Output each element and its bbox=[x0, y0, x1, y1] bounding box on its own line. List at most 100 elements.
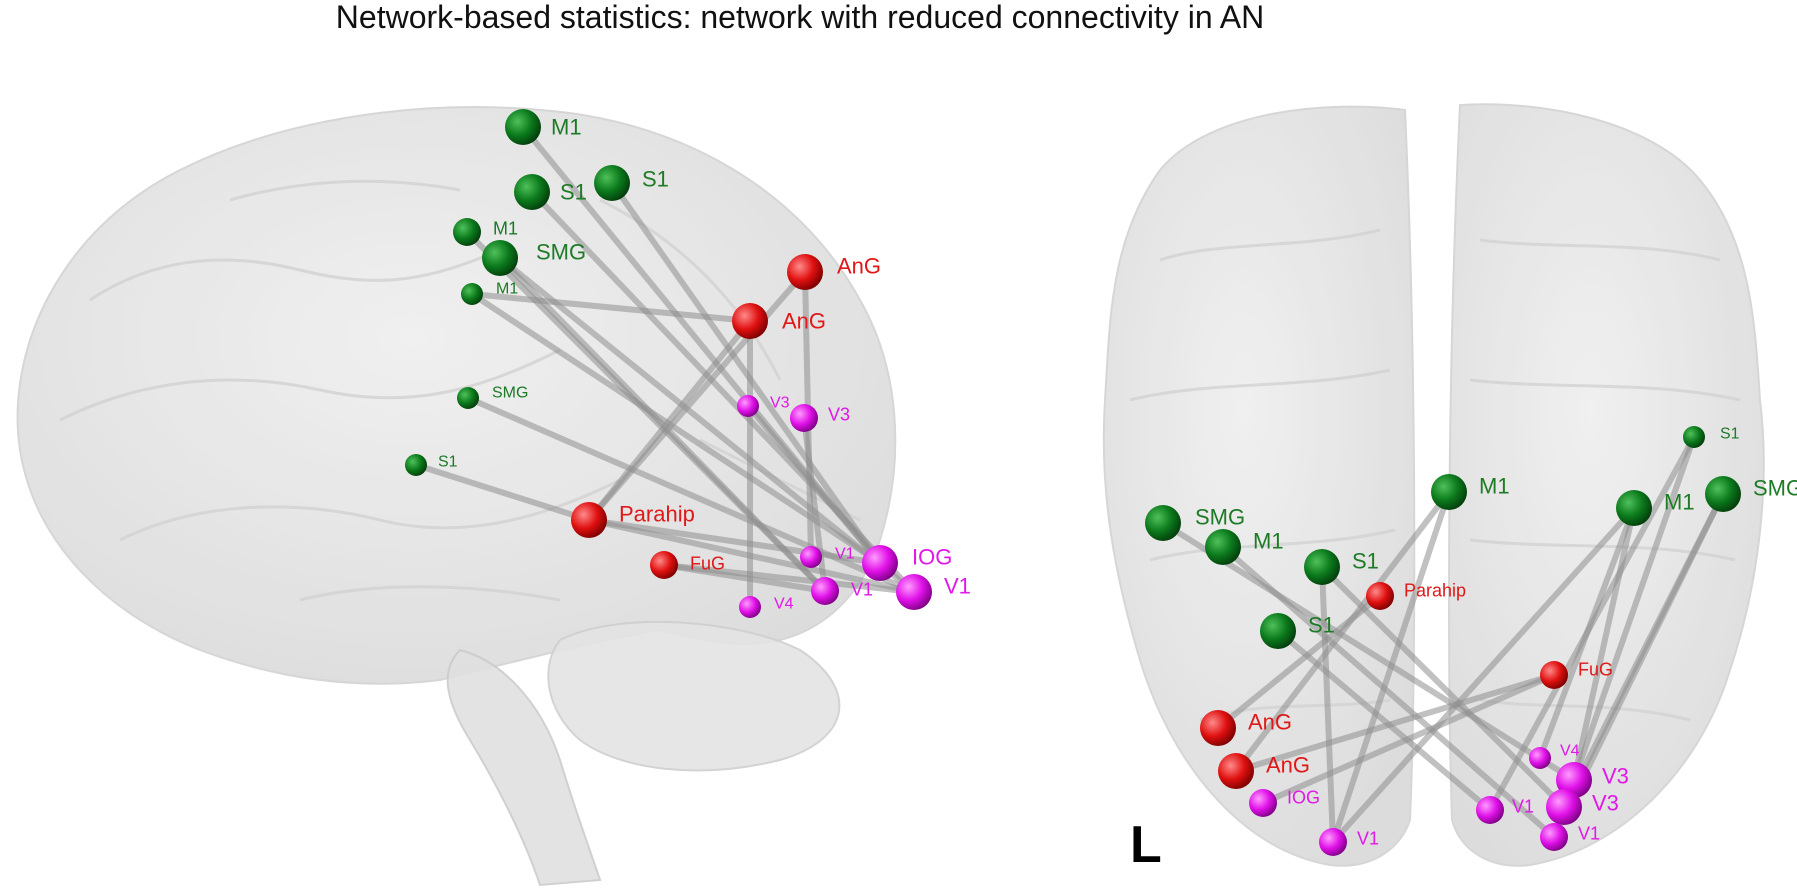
node-v3-visual bbox=[790, 404, 818, 432]
node-m1-sensorimotor bbox=[461, 283, 483, 305]
node-label-s1: S1 bbox=[1352, 549, 1379, 574]
node-label-s1: S1 bbox=[560, 180, 587, 205]
left-orientation-marker: L bbox=[1130, 816, 1162, 874]
node-label-m1: M1 bbox=[493, 218, 518, 238]
sag-edges-edge bbox=[413, 462, 592, 523]
ax-edges-edge bbox=[1330, 505, 1637, 845]
node-label-iog: IOG bbox=[1287, 787, 1320, 807]
ax-edges-edge bbox=[1537, 505, 1637, 761]
sagittal-gyri bbox=[59, 179, 861, 602]
node-v1-visual bbox=[1540, 823, 1568, 851]
axial-brain bbox=[1102, 103, 1765, 867]
sag-edges-edge bbox=[497, 255, 828, 594]
axial-right-hemisphere bbox=[1448, 103, 1765, 867]
node-label-s1: S1 bbox=[438, 454, 458, 471]
sagittal-brainstem bbox=[446, 648, 602, 887]
node-label-iog: IOG bbox=[912, 545, 952, 570]
node-label-smg: SMG bbox=[492, 385, 528, 402]
node-parahip-temporoparietal bbox=[571, 502, 607, 538]
node-label-s1: S1 bbox=[1720, 426, 1740, 443]
ax-edges-edge bbox=[1220, 544, 1557, 840]
ax-edges-edge bbox=[1571, 505, 1637, 783]
node-label-v1: V1 bbox=[1357, 828, 1379, 848]
node-v1-visual bbox=[1319, 828, 1347, 856]
node-label-v1: V1 bbox=[851, 579, 873, 599]
node-v4-visual bbox=[739, 596, 761, 618]
node-label-v4: V4 bbox=[1560, 743, 1580, 760]
sagittal-cerebellum bbox=[547, 620, 841, 772]
node-s1-sensorimotor bbox=[594, 165, 630, 201]
ax-edges-edge bbox=[1160, 520, 1577, 783]
sagittal-edges bbox=[413, 124, 917, 610]
ax-edges-edge bbox=[1275, 628, 1493, 813]
node-label-v3: V3 bbox=[1602, 764, 1629, 789]
node-smg-sensorimotor bbox=[1145, 505, 1181, 541]
node-label-ang: AnG bbox=[1248, 710, 1292, 735]
node-v4-visual bbox=[1529, 747, 1551, 769]
node-label-ang: AnG bbox=[837, 254, 881, 279]
node-m1-sensorimotor bbox=[1431, 474, 1467, 510]
node-label-m1: M1 bbox=[496, 281, 518, 298]
node-ang-temporoparietal bbox=[1218, 753, 1254, 789]
ax-edges-edge bbox=[1571, 434, 1697, 783]
node-smg-sensorimotor bbox=[482, 240, 518, 276]
node-label-ang: AnG bbox=[1266, 753, 1310, 778]
node-s1-sensorimotor bbox=[1260, 613, 1296, 649]
node-label-v4: V4 bbox=[774, 596, 794, 613]
node-label-m1: M1 bbox=[551, 115, 582, 140]
node-iog-visual bbox=[1249, 789, 1277, 817]
node-label-parahip: Parahip bbox=[619, 502, 695, 527]
node-label-m1: M1 bbox=[1253, 529, 1284, 554]
node-label-m1: M1 bbox=[1664, 490, 1695, 515]
ax-edges-edge bbox=[1233, 489, 1452, 774]
node-label-s1: S1 bbox=[642, 167, 669, 192]
node-smg-sensorimotor bbox=[1705, 476, 1741, 512]
axial-edges bbox=[1160, 434, 1726, 845]
sag-edges-edge bbox=[586, 318, 753, 523]
node-label-v3: V3 bbox=[1592, 791, 1619, 816]
node-m1-sensorimotor bbox=[1205, 529, 1241, 565]
node-s1-sensorimotor bbox=[1683, 426, 1705, 448]
node-v3-visual bbox=[1546, 789, 1582, 825]
sag-edges-edge bbox=[586, 517, 917, 595]
node-v1-visual bbox=[811, 577, 839, 605]
node-label-smg: SMG bbox=[1195, 505, 1245, 530]
node-label-smg: SMG bbox=[1753, 476, 1797, 501]
ax-edges-edge bbox=[1260, 672, 1557, 806]
sag-edges-edge bbox=[801, 415, 828, 594]
sag-edges-edge bbox=[469, 291, 753, 324]
node-s1-sensorimotor bbox=[1304, 549, 1340, 585]
ax-edges-edge bbox=[1330, 489, 1452, 845]
node-s1-sensorimotor bbox=[405, 454, 427, 476]
node-fug-temporoparietal bbox=[650, 551, 678, 579]
node-ang-temporoparietal bbox=[732, 303, 768, 339]
node-v1-visual bbox=[800, 546, 822, 568]
node-v1-visual bbox=[1476, 796, 1504, 824]
node-smg-sensorimotor bbox=[457, 387, 479, 409]
node-m1-sensorimotor bbox=[453, 218, 481, 246]
node-v3-visual bbox=[737, 395, 759, 417]
node-label-fug: FuG bbox=[1578, 659, 1613, 679]
node-label-fug: FuG bbox=[690, 553, 725, 573]
node-label-v1: V1 bbox=[944, 574, 971, 599]
figure-title: Network-based statistics: network with r… bbox=[335, 0, 1265, 35]
node-label-v1: V1 bbox=[1578, 823, 1600, 843]
sag-edges-edge bbox=[586, 517, 883, 566]
node-label-ang: AnG bbox=[782, 309, 826, 334]
axial-nodes: S1M1M1SMGSMGM1S1ParahipS1FuGAnGAnGIOGV4V… bbox=[1145, 426, 1797, 856]
ax-edges-edge bbox=[1319, 564, 1336, 845]
node-label-smg: SMG bbox=[536, 240, 586, 265]
node-label-v1: V1 bbox=[1512, 796, 1534, 816]
axial-left-hemisphere bbox=[1102, 105, 1416, 867]
node-m1-sensorimotor bbox=[505, 109, 541, 145]
node-iog-visual bbox=[862, 545, 898, 581]
node-label-s1: S1 bbox=[1308, 613, 1335, 638]
node-ang-temporoparietal bbox=[1200, 710, 1236, 746]
node-label-parahip: Parahip bbox=[1404, 580, 1466, 600]
node-label-v1: V1 bbox=[835, 546, 855, 563]
node-label-v3: V3 bbox=[828, 404, 850, 424]
node-fug-temporoparietal bbox=[1540, 661, 1568, 689]
node-label-m1: M1 bbox=[1479, 474, 1510, 499]
